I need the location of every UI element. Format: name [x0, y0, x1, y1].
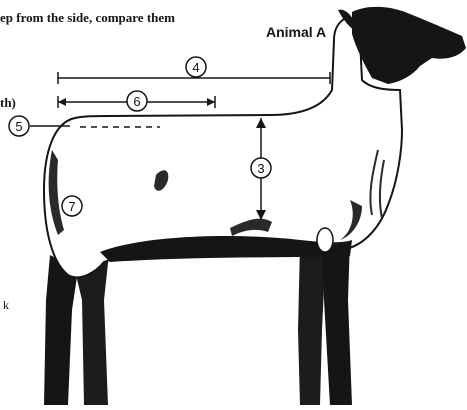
callout-3-label: 3 [257, 161, 264, 176]
callout-4-label: 4 [192, 60, 199, 75]
measurement-4: 4 [58, 57, 330, 84]
callout-5-label: 5 [15, 119, 22, 134]
elbow-patch [317, 228, 333, 252]
fore-leg-front [322, 240, 352, 405]
callout-6-label: 6 [133, 94, 140, 109]
measurement-6: 6 [58, 91, 215, 111]
sheep-head [352, 7, 466, 84]
measurement-7: 7 [62, 196, 82, 216]
sheep-illustration [44, 7, 466, 405]
fore-leg-rear [298, 245, 326, 405]
callout-7-label: 7 [68, 199, 75, 214]
